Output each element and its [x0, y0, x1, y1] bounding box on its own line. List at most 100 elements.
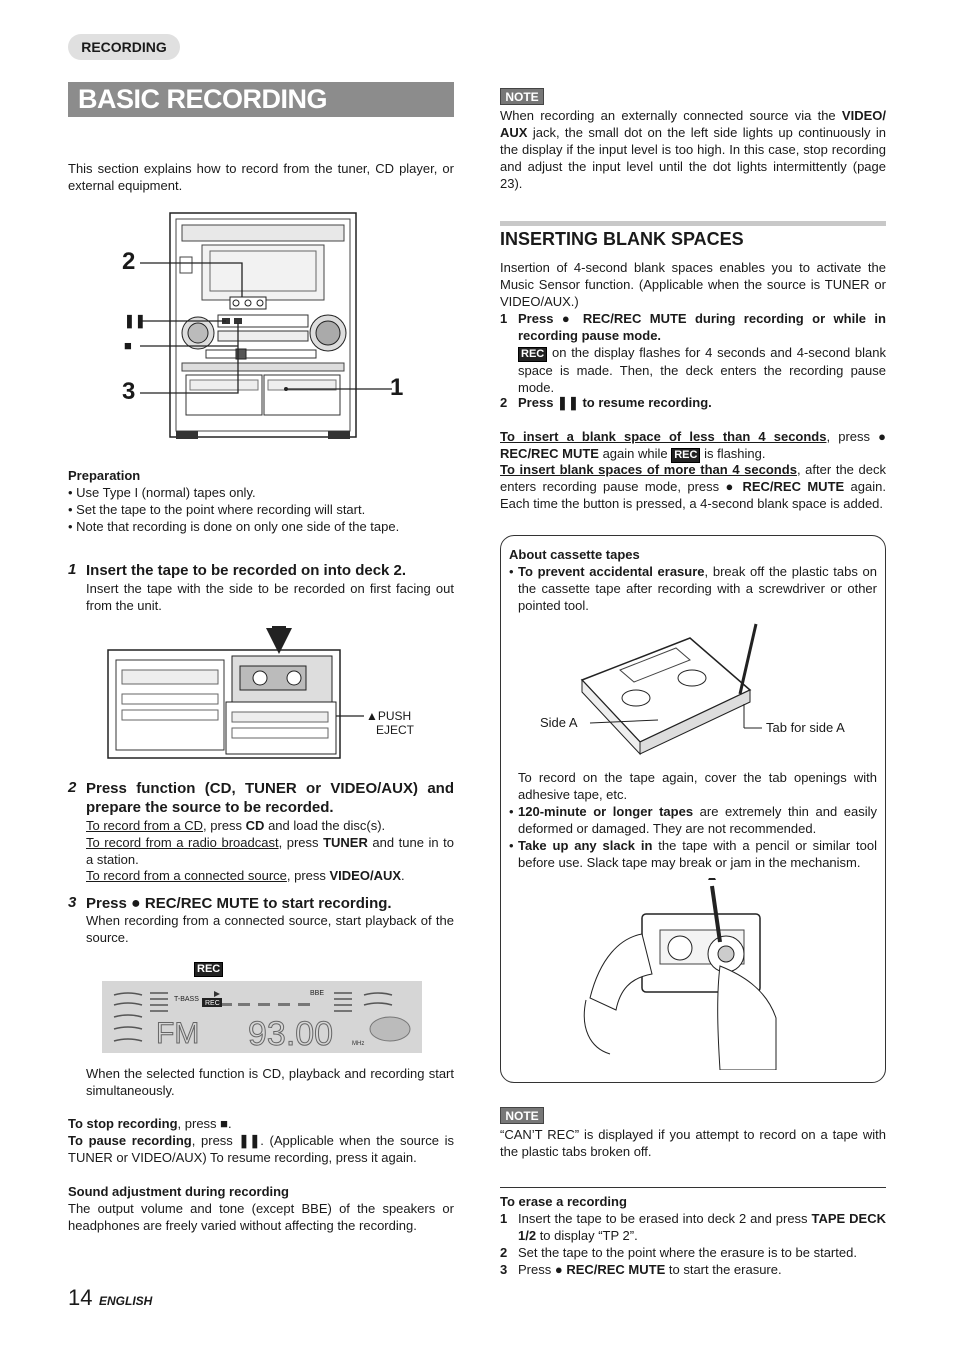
step-1-number: 1 [68, 561, 77, 578]
blank-more-mid: , after the deck enters recording pause … [500, 462, 887, 494]
step-1-body: Insert the tape with the side to be reco… [86, 581, 454, 613]
blank-step-2-text: Press ❚❚ to resume recording. [518, 394, 712, 411]
erase-step-2: Set the tape to the point where the eras… [518, 1245, 857, 1260]
tab-side-a-label: Tab for side A [766, 720, 845, 735]
push-label: ▲PUSH [366, 709, 412, 723]
bbe-label: BBE [310, 990, 324, 997]
section-divider [500, 221, 886, 226]
source-lead: To record from a connected source [86, 868, 287, 883]
cd-mid: , press [203, 818, 246, 833]
display-panel: T-BASS BBE REC FM 93.00 MHz [102, 981, 422, 1053]
section-tag: RECORDING [68, 34, 180, 60]
step-2-cd: To record from a CD, press CD and load t… [86, 817, 454, 834]
radio-mid: , press [278, 835, 324, 850]
erase-step-3: Press ● REC/REC MUTE to start the erasur… [518, 1261, 782, 1278]
stop-lead: To stop recording [68, 1116, 178, 1131]
cd-button: CD [245, 818, 265, 833]
step-3-heading-a: Press [86, 895, 132, 912]
side-a-label: Side A [540, 715, 578, 730]
cassette-bullet-3-lead: Take up any slack in [518, 838, 653, 853]
rec-badge: REC [518, 347, 548, 362]
callout-3: 3 [122, 378, 136, 405]
stop-end: . [228, 1116, 232, 1131]
step-2-heading: Press function (CD, TUNER or VIDEO/AUX) … [86, 780, 454, 816]
record-dot-icon: ● [878, 429, 886, 444]
radio-lead: To record from a radio broadcast [86, 835, 279, 850]
record-dot-icon: ● [725, 479, 737, 494]
erase-step-3-a: Press [518, 1262, 555, 1277]
blank-step-1-body: REC on the display flashes for 4 seconds… [518, 344, 886, 396]
cassette-bullet-3: Take up any slack in the tape with a pen… [518, 837, 877, 871]
stop-icon: ■ [220, 1116, 229, 1131]
note-1-text: When recording an externally connected s… [500, 107, 886, 192]
erase-divider [500, 1187, 886, 1188]
erase-step-1-c: to display “TP 2”. [536, 1228, 638, 1243]
blank-spaces-heading: INSERTING BLANK SPACES [500, 229, 744, 249]
tape-slack-illustration [583, 878, 777, 1070]
blank-more-lead: To insert blank spaces of more than 4 se… [500, 462, 797, 477]
cassette-heading: About cassette tapes [509, 547, 640, 562]
erase-heading: To erase a recording [500, 1194, 627, 1209]
rec-badge: REC [194, 962, 224, 977]
cassette-bullet-3-rest: the tape with a pencil or similar tool b… [518, 838, 877, 870]
blank-less-mid: , press [826, 429, 879, 444]
step-3-heading: Press ● REC/REC MUTE to start recording. [86, 894, 392, 913]
tbass-label: T-BASS [174, 996, 199, 1003]
mini-rec-label: REC [205, 1000, 220, 1007]
blank-step-1-text: on the display flashes for 4 seconds and… [518, 345, 886, 395]
blank-spaces-intro: Insertion of 4-second blank spaces enabl… [500, 260, 886, 309]
step-2-radio: To record from a radio broadcast, press … [86, 834, 454, 868]
cassette-bullet-1-lead: To prevent accidental erasure [518, 564, 705, 579]
step-3-heading-b: REC/REC MUTE to start recording. [140, 895, 392, 912]
blank-step-2-b: to resume recording. [578, 395, 712, 410]
pause-icon: ❚❚ [557, 395, 579, 410]
blank-step-1-a: Press [518, 311, 562, 326]
record-dot-icon: ● [561, 311, 575, 326]
blank-less-end: is flashing. [700, 446, 766, 461]
rec-mute-label: REC/REC MUTE [562, 1262, 666, 1277]
rec-mute-label: REC/REC MUTE [500, 446, 599, 461]
erase-step-1-number: 1 [500, 1211, 508, 1226]
callout-stop-icon: ■ [124, 338, 132, 353]
after-display-text: When the selected function is CD, playba… [86, 1066, 454, 1098]
note-1-a: When recording an externally connected s… [500, 108, 842, 123]
frequency-readout: 93.00 [248, 1015, 333, 1053]
rec-mute-label: REC/REC MUTE [742, 479, 845, 494]
blank-step-2-a: Press [518, 395, 558, 410]
step-2-source: To record from a connected source, press… [86, 867, 454, 884]
radio-end: and tune in to a station. [86, 835, 454, 867]
cassette-cover-text: To record on the tape again, cover the t… [518, 770, 877, 802]
blank-less-lead: To insert a blank space of less than 4 s… [500, 429, 827, 444]
erase-step-1: Insert the tape to be erased into deck 2… [518, 1210, 886, 1244]
cassette-tab-illustration [580, 623, 762, 756]
bullet: • [509, 838, 514, 853]
sound-adjustment-body: The output volume and tone (except BBE) … [68, 1201, 454, 1233]
language-label: ENGLISH [99, 1294, 153, 1308]
rec-badge: REC [671, 448, 701, 463]
step-3-number: 3 [68, 894, 77, 911]
stereo-unit-illustration [140, 212, 392, 439]
erase-step-2-number: 2 [500, 1245, 508, 1260]
blank-step-2-number: 2 [500, 395, 508, 410]
note-1-jack: VIDEO/ AUX [500, 108, 886, 140]
blank-less-mid2: again while [598, 446, 672, 461]
deck-insert-illustration [107, 626, 364, 759]
pause-recording-text: To pause recording, press ❚❚. (Applicabl… [68, 1132, 454, 1166]
note-2-text: “CAN’T REC” is displayed if you attempt … [500, 1127, 886, 1159]
blank-more-end: again. Each time the button is pressed, … [500, 479, 886, 511]
cassette-bullet-2-lead: 120-minute or longer tapes [518, 804, 694, 819]
unit-label: MHz [352, 1041, 364, 1047]
step-3-body: When recording from a connected source, … [86, 913, 454, 945]
preparation-item: • Use Type I (normal) tapes only. [68, 485, 256, 500]
preparation-item: • Note that recording is done on only on… [68, 519, 400, 534]
cassette-bullet-2: 120-minute or longer tapes are extremely… [518, 803, 877, 837]
bullet: • [509, 804, 514, 819]
cassette-bullet-2-rest: are extremely thin and easily deformed o… [518, 804, 877, 836]
step-1-heading: Insert the tape to be recorded on into d… [86, 562, 407, 579]
sound-adjustment-heading: Sound adjustment during recording [68, 1184, 289, 1199]
display-rec-badge: REC [194, 959, 224, 977]
record-dot-icon: ● [131, 895, 141, 912]
blank-step-1-heading: Press ● REC/REC MUTE during recording or… [518, 310, 886, 344]
pause-end: . (Applicable when the source is TUNER o… [68, 1133, 455, 1165]
band-readout: FM [156, 1017, 199, 1050]
